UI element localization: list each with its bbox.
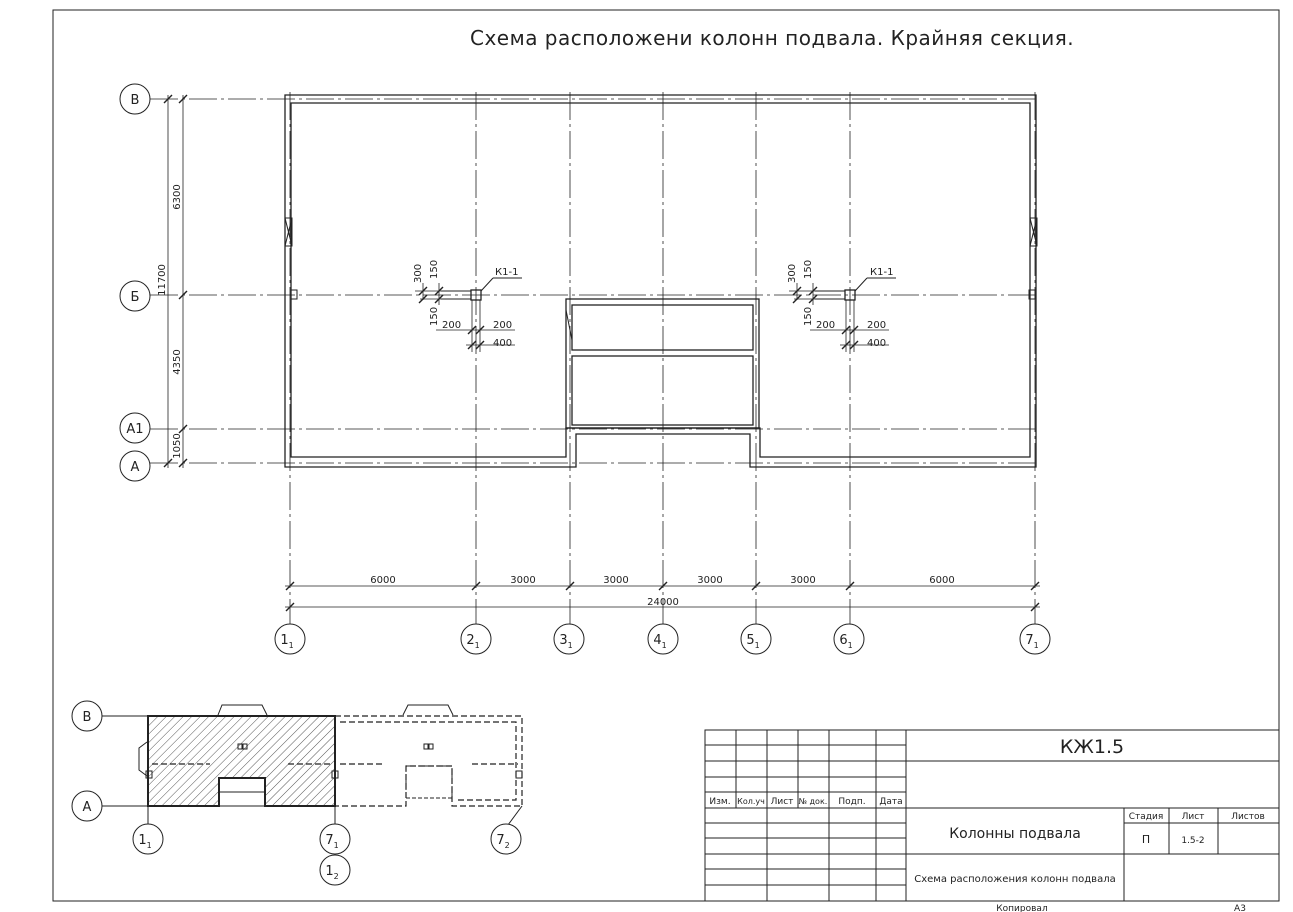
outer-wall xyxy=(284,94,1037,468)
axis-bubble-7: 71 xyxy=(1025,633,1038,650)
axis-bubble-a1: А1 xyxy=(126,422,143,437)
axis-bubble-5: 51 xyxy=(746,633,759,650)
axis-bubble-v: В xyxy=(131,93,140,108)
tb-header-kol: Кол.уч xyxy=(737,797,765,806)
tb-header-list: Лист xyxy=(771,797,794,807)
col-dim-150a-right: 150 xyxy=(803,260,814,279)
col-dim-200b-right: 200 xyxy=(867,320,886,331)
tb-code: КЖ1.5 xyxy=(1060,736,1124,758)
tb-sheet: 1.5-2 xyxy=(1181,836,1204,846)
dim-bottom-4: 3000 xyxy=(697,575,722,586)
axis-bubble-4: 41 xyxy=(653,633,666,650)
dim-left-1050: 1050 xyxy=(172,433,183,458)
bottom-dimensions: 6000 3000 3000 3000 3000 6000 24000 xyxy=(285,575,1040,612)
inner-wall xyxy=(290,102,1031,458)
vertical-axis-lines xyxy=(289,92,1036,625)
axis-bubble-a: А xyxy=(131,460,140,475)
dim-bottom-3: 3000 xyxy=(603,575,628,586)
dim-left-6300: 6300 xyxy=(172,184,183,209)
tb-sheets-header: Листов xyxy=(1231,812,1265,822)
keyplan-axis-1-1: 11 xyxy=(138,833,151,850)
dim-left-4350: 4350 xyxy=(172,349,183,374)
drawing-title: Схема расположени колонн подвала. Крайня… xyxy=(470,26,1074,50)
axis-bubble-1: 11 xyxy=(280,633,293,650)
title-block: Изм. Кол.уч Лист № док. Подп. Дата КЖ1.5… xyxy=(704,729,1280,912)
keyplan-axis-1-2: 12 xyxy=(325,864,338,881)
main-plan: К1-1 300 150 150 200 200 400 xyxy=(119,83,1051,655)
axis-bubbles-left: В Б А1 А xyxy=(119,83,151,482)
col-dim-200a-right: 200 xyxy=(816,320,835,331)
col-dim-300-right: 300 xyxy=(787,264,798,283)
tb-sheet-header: Лист xyxy=(1182,812,1205,822)
axis-bubbles-bottom: 11 21 31 41 51 61 71 xyxy=(274,623,1051,655)
tb-name: Колонны подвала xyxy=(949,826,1081,842)
key-plan: В А 11 71 12 72 xyxy=(71,700,523,886)
col-dim-150b-left: 150 xyxy=(429,307,440,326)
col-dim-150b-right: 150 xyxy=(803,307,814,326)
wall-openings xyxy=(284,217,1038,300)
col-dim-400-left: 400 xyxy=(493,338,512,349)
tb-header-doc: № док. xyxy=(799,797,828,806)
dim-bottom-2: 3000 xyxy=(510,575,535,586)
dim-bottom-5: 3000 xyxy=(790,575,815,586)
column-label-right: К1-1 xyxy=(870,267,893,278)
dim-bottom-6: 6000 xyxy=(929,575,954,586)
tb-header-podp: Подп. xyxy=(838,797,865,807)
core-outer xyxy=(565,298,760,429)
tb-drawing-name: Схема расположения колонн подвала xyxy=(914,874,1115,885)
horizontal-axis-lines xyxy=(150,98,1035,464)
keyplan-axis-7-1: 71 xyxy=(325,833,338,850)
keyplan-dashed-section xyxy=(335,715,523,807)
col-dim-400-right: 400 xyxy=(867,338,886,349)
tb-header-data: Дата xyxy=(879,797,902,807)
axis-bubble-b: Б xyxy=(131,290,140,305)
axis-bubble-2: 21 xyxy=(466,633,479,650)
tb-copied: Копировал xyxy=(996,904,1047,912)
column-k1-1-left: К1-1 300 150 150 200 200 400 xyxy=(413,260,522,352)
keyplan-axis-7-2: 72 xyxy=(496,833,509,850)
col-dim-200a-left: 200 xyxy=(442,320,461,331)
sheet-frame xyxy=(52,9,1280,902)
core-room-bottom xyxy=(571,355,754,426)
left-dimensions: 6300 4350 1050 11700 xyxy=(157,94,188,468)
tb-format: А3 xyxy=(1234,904,1246,912)
core-room-top xyxy=(571,304,754,351)
keyplan-axis-v: В xyxy=(83,710,92,725)
tb-stage: П xyxy=(1142,833,1150,846)
col-dim-300-left: 300 xyxy=(413,264,424,283)
core-hatch xyxy=(565,309,573,341)
keyplan-axis-a: А xyxy=(83,800,92,815)
dim-left-total: 11700 xyxy=(157,264,168,296)
tb-stage-header: Стадия xyxy=(1129,812,1164,822)
col-dim-200b-left: 200 xyxy=(493,320,512,331)
dim-bottom-1: 6000 xyxy=(370,575,395,586)
dim-bottom-total: 24000 xyxy=(647,597,679,608)
axis-bubble-3: 31 xyxy=(559,633,572,650)
col-dim-150a-left: 150 xyxy=(429,260,440,279)
column-k1-1-right: К1-1 300 150 150 200 200 400 xyxy=(787,260,896,352)
axis-bubble-6: 61 xyxy=(839,633,852,650)
column-label-left: К1-1 xyxy=(495,267,518,278)
tb-header-izm: Изм. xyxy=(709,797,730,807)
